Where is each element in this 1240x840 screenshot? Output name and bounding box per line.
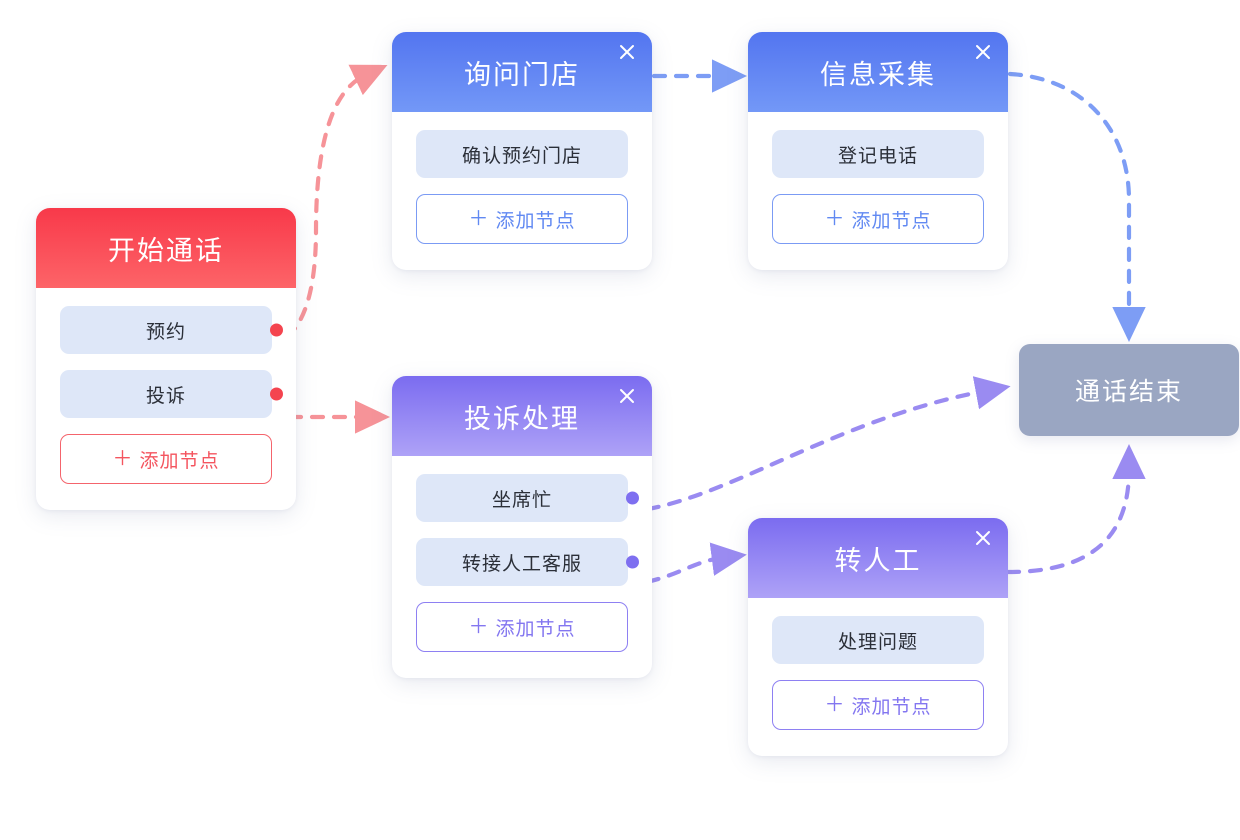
plus-icon: ＋ [824,208,846,230]
option-label: 预约 [145,321,186,343]
node-title-collect-info: 信息采集 [820,59,936,90]
close-icon[interactable] [972,41,994,63]
node-body-transfer-agent: 处理问题 ＋ 添加节点 [748,598,1008,756]
node-title-transfer-agent: 转人工 [834,545,922,576]
node-header-collect-info: 信息采集 [748,32,1008,112]
add-node-label: 添加节点 [495,618,576,640]
add-node-label: 添加节点 [851,696,932,718]
node-body-ask-store: 确认预约门店 ＋ 添加节点 [392,112,652,270]
node-complaint[interactable]: 投诉处理 坐席忙 转接人工客服 ＋ 添加节点 [392,376,652,678]
option-label: 投诉 [145,385,186,407]
node-title-call-end: 通话结束 [1074,378,1183,406]
add-node-button-transfer-agent[interactable]: ＋ 添加节点 [772,680,984,730]
node-header-transfer-agent: 转人工 [748,518,1008,598]
option-label: 登记电话 [837,145,918,167]
option-handle-issue[interactable]: 处理问题 [772,616,984,664]
option-label: 处理问题 [837,631,918,653]
add-node-label: 添加节点 [495,210,576,232]
node-header-start: 开始通话 [36,208,296,288]
node-start[interactable]: 开始通话 预约 投诉 ＋ 添加节点 [36,208,296,510]
option-label: 坐席忙 [491,489,552,511]
output-port-icon[interactable] [626,555,639,569]
option-register-phone[interactable]: 登记电话 [772,130,984,178]
node-ask-store[interactable]: 询问门店 确认预约门店 ＋ 添加节点 [392,32,652,270]
close-icon[interactable] [616,385,638,407]
node-body-collect-info: 登记电话 ＋ 添加节点 [748,112,1008,270]
option-agent-busy[interactable]: 坐席忙 [416,474,639,522]
node-header-ask-store: 询问门店 [392,32,652,112]
add-node-label: 添加节点 [851,210,932,232]
add-node-button-ask-store[interactable]: ＋ 添加节点 [416,194,628,244]
add-node-button-start[interactable]: ＋ 添加节点 [60,434,272,484]
node-body-start: 预约 投诉 ＋ 添加节点 [36,288,296,510]
node-collect-info[interactable]: 信息采集 登记电话 ＋ 添加节点 [748,32,1008,270]
close-icon[interactable] [616,41,638,63]
node-header-complaint: 投诉处理 [392,376,652,456]
edge-agent-busy-to-call-end [623,376,1011,515]
edge-collect-info-to-call-end [1007,71,1146,343]
node-body-complaint: 坐席忙 转接人工客服 ＋ 添加节点 [392,456,652,678]
option-complaint[interactable]: 投诉 [60,370,283,418]
plus-icon: ＋ [468,616,490,638]
add-node-button-collect-info[interactable]: ＋ 添加节点 [772,194,984,244]
option-booking[interactable]: 预约 [60,306,283,354]
add-node-label: 添加节点 [139,450,220,472]
option-label: 确认预约门店 [461,145,582,167]
option-transfer-human[interactable]: 转接人工客服 [416,538,639,586]
node-title-start: 开始通话 [108,235,224,266]
add-node-button-complaint[interactable]: ＋ 添加节点 [416,602,628,652]
option-label: 转接人工客服 [461,553,582,575]
node-title-ask-store: 询问门店 [464,59,580,90]
plus-icon: ＋ [468,208,490,230]
plus-icon: ＋ [824,694,846,716]
edge-agent-node-to-call-end [1005,443,1146,575]
output-port-icon[interactable] [270,323,283,337]
node-title-complaint: 投诉处理 [464,403,580,434]
plus-icon: ＋ [112,448,134,470]
node-call-end[interactable]: 通话结束 [1019,344,1239,436]
output-port-icon[interactable] [626,491,639,505]
node-transfer-agent[interactable]: 转人工 处理问题 ＋ 添加节点 [748,518,1008,756]
option-confirm-store[interactable]: 确认预约门店 [416,130,628,178]
close-icon[interactable] [972,527,994,549]
output-port-icon[interactable] [270,387,283,401]
